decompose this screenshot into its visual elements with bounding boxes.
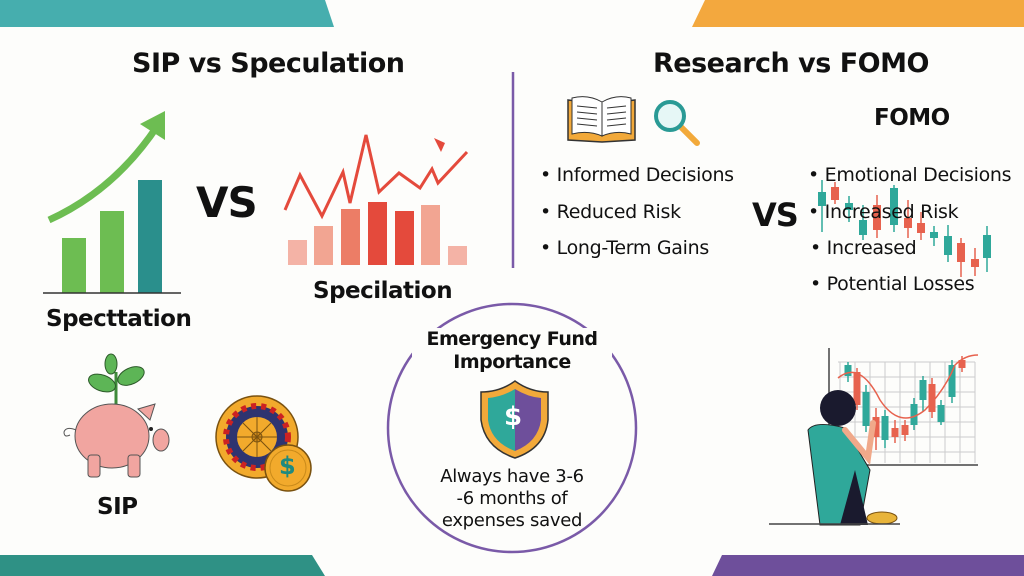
research-vs-fomo-title: Research vs FOMO [653, 48, 929, 79]
fomo-heading: FOMO [874, 105, 950, 131]
candle-body [910, 404, 918, 425]
candle-body [818, 192, 826, 206]
candle-body [904, 218, 912, 228]
piggy-bank-icon [63, 353, 170, 478]
vs-label-left: VS [196, 178, 258, 227]
candle-body [928, 384, 936, 412]
candle-body [919, 380, 927, 400]
fomo-point: Potential Losses [810, 273, 975, 295]
candle-body [844, 365, 852, 376]
candle-body [859, 220, 867, 235]
emergency-fund-title: Emergency Fund Importance [412, 328, 612, 374]
emergency-title-line2: Importance [453, 351, 571, 373]
emergency-text-line1: Always have 3-6 [440, 466, 584, 487]
candle-body [891, 428, 899, 437]
coin-icon [264, 444, 312, 492]
volatile-chart-label: Specilation [313, 278, 453, 304]
candle-body [983, 235, 991, 258]
candle-body [937, 405, 945, 422]
coin-dollar-symbol: $ [279, 452, 296, 480]
candle-body [958, 360, 966, 368]
growth-chart-icon [43, 111, 181, 294]
research-point: Long-Term Gains [540, 237, 710, 259]
emergency-fund-text: Always have 3-6 -6 months of expenses sa… [412, 466, 612, 532]
growth-chart-label: Specttation [46, 306, 192, 332]
research-point: Informed Decisions [540, 164, 734, 186]
candle-body [853, 372, 861, 405]
fomo-point: Increased [810, 237, 917, 259]
candle-body [872, 417, 880, 437]
magnifier-icon [654, 100, 700, 146]
fomo-point: Emotional Decisions [808, 164, 1012, 186]
research-point: Reduced Risk [540, 201, 681, 223]
candle-body [957, 243, 965, 262]
shield-dollar-symbol: $ [504, 402, 523, 432]
candle-body [862, 392, 870, 426]
candle-body [881, 416, 889, 440]
book-icon [567, 96, 636, 143]
shield-icon [480, 380, 549, 459]
sip-vs-speculation-title: SIP vs Speculation [132, 48, 405, 79]
emergency-title-line1: Emergency Fund [426, 328, 599, 350]
candle-body [971, 259, 979, 267]
emergency-text-line3: expenses saved [441, 510, 583, 531]
trader-illustration [769, 348, 979, 526]
vs-label-right: VS [752, 196, 799, 234]
candle-body [901, 425, 909, 435]
emergency-fund-circle [386, 302, 638, 554]
candle-body [831, 187, 839, 200]
volatile-chart-icon [283, 134, 469, 265]
candle-body [917, 223, 925, 233]
emergency-text-line2: -6 months of [456, 488, 568, 509]
candle-body [930, 232, 938, 238]
candle-body [944, 236, 952, 255]
candle-body [948, 365, 956, 397]
sip-label: SIP [97, 494, 138, 520]
fomo-point: Increased Risk [808, 201, 959, 223]
